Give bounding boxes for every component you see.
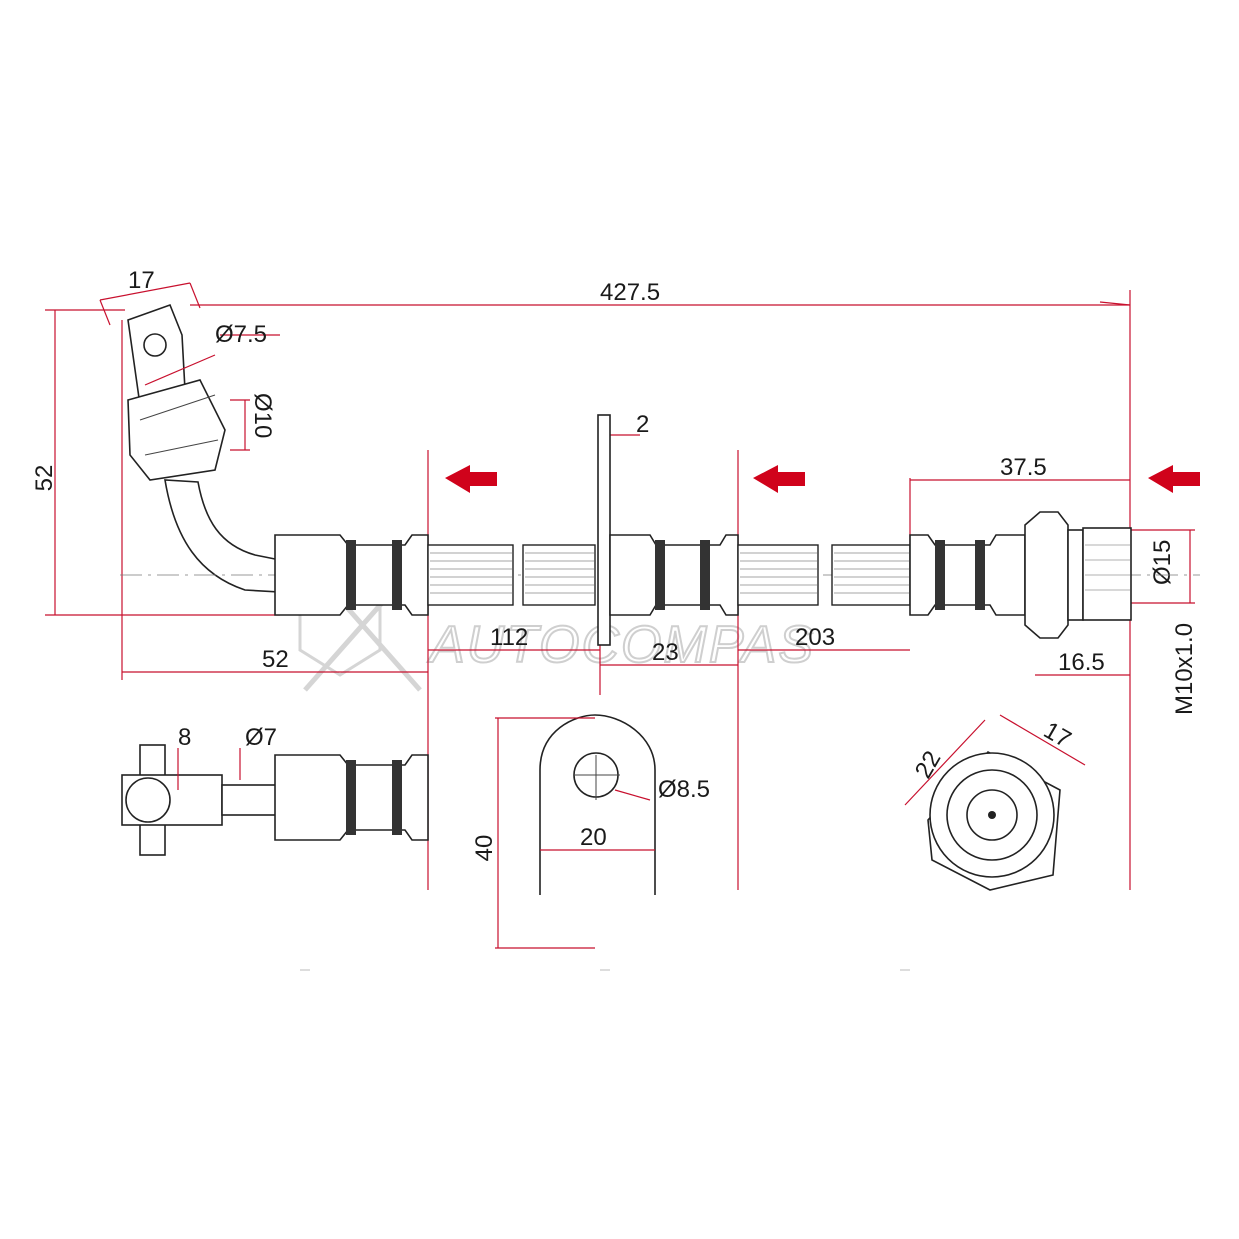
dim-clip-width: 20 xyxy=(580,824,607,851)
direction-arrows xyxy=(445,465,1200,493)
dim-seg-203: 203 xyxy=(795,624,835,651)
dim-seg-23: 23 xyxy=(652,639,679,666)
dim-clip-hole: Ø8.5 xyxy=(658,776,710,803)
fitting-middle xyxy=(609,534,739,616)
dim-hex-22: 22 xyxy=(910,746,947,783)
dim-hole-dia: Ø7.5 xyxy=(215,321,267,348)
dim-overall-length: 427.5 xyxy=(600,279,660,306)
hose-body xyxy=(120,414,1200,646)
dim-plate-thickness: 2 xyxy=(636,411,649,438)
mounting-plate xyxy=(597,414,611,646)
dim-thread: M10x1.0 xyxy=(1171,623,1198,715)
banjo-bracket: 17 Ø7.5 Ø10 xyxy=(99,267,281,593)
dim-bottom-left: 52 xyxy=(262,646,289,673)
dim-side-8: 8 xyxy=(178,724,191,751)
dim-clip-height: 40 xyxy=(471,835,498,862)
dim-hex-17: 17 xyxy=(1039,717,1076,754)
side-view: 8 Ø7 xyxy=(121,724,429,856)
dim-bracket-width: 17 xyxy=(128,267,155,294)
hex-end-view: 22 17 xyxy=(904,714,1086,891)
dim-height-left: 52 xyxy=(31,465,58,492)
dim-end-fitting-length: 37.5 xyxy=(1000,454,1047,481)
dim-thread-length: 16.5 xyxy=(1058,649,1105,676)
fitting-right xyxy=(909,534,1026,616)
clip-detail: 40 20 Ø8.5 xyxy=(471,714,710,949)
dim-side-dia7: Ø7 xyxy=(245,724,277,751)
arrow-right-icon xyxy=(1148,465,1200,493)
arrow-left-icon xyxy=(445,465,497,493)
arrow-middle-icon xyxy=(753,465,805,493)
dim-end-dia: Ø15 xyxy=(1149,540,1176,585)
threaded-end xyxy=(1082,527,1132,621)
dim-seg-112: 112 xyxy=(490,624,528,651)
main-dimensions: 427.5 52 52 112 23 203 37.5 16.5 Ø15 xyxy=(31,279,1198,890)
dim-fitting-dia: Ø10 xyxy=(249,393,276,438)
